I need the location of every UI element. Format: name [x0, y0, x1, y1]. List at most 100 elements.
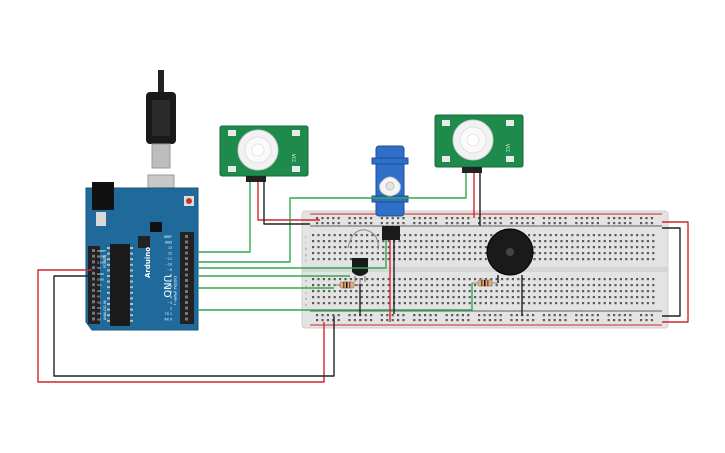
breadboard-hole [339, 258, 342, 261]
breadboard-hole [582, 284, 585, 287]
breadboard-hole [333, 234, 336, 237]
breadboard-hole [640, 217, 643, 220]
breadboard-hole [609, 284, 612, 287]
breadboard-hole [312, 296, 315, 299]
breadboard-hole [403, 296, 406, 299]
breadboard-hole [517, 296, 520, 299]
breadboard-hole [312, 240, 315, 243]
breadboard-hole [614, 290, 617, 293]
chip-pin [130, 269, 133, 272]
breadboard-hole [582, 278, 585, 281]
breadboard-hole [479, 240, 482, 243]
breadboard-hole [457, 302, 460, 305]
breadboard-hole [483, 222, 486, 225]
breadboard-hole [533, 290, 536, 293]
breadboard-hole [332, 217, 335, 220]
breadboard-hole [560, 302, 563, 305]
breadboard-hole [457, 246, 460, 249]
breadboard-hole [522, 284, 525, 287]
breadboard-hole [364, 222, 367, 225]
breadboard-hole [386, 222, 389, 225]
arduino-pin-label: A0 [97, 289, 101, 293]
breadboard-hole [549, 258, 552, 261]
breadboard-hole [425, 284, 428, 287]
breadboard-hole [499, 314, 502, 317]
breadboard-hole [420, 258, 423, 261]
breadboard-hole [461, 314, 464, 317]
breadboard-hole [479, 290, 482, 293]
breadboard-hole [598, 240, 601, 243]
breadboard-hole [312, 234, 315, 237]
breadboard-hole [447, 234, 450, 237]
breadboard-hole [484, 240, 487, 243]
breadboard-hole [603, 252, 606, 255]
breadboard-hole [630, 278, 633, 281]
breadboard-hole [544, 234, 547, 237]
breadboard-hole [463, 258, 466, 261]
breadboard-hole [403, 278, 406, 281]
arduino-pin-label: AREF [164, 235, 172, 239]
chip-pin [107, 286, 110, 289]
breadboard-hole [565, 240, 568, 243]
breadboard-hole [609, 246, 612, 249]
breadboard-hole [376, 290, 379, 293]
arduino-header-pin [185, 284, 188, 288]
breadboard-hole [544, 290, 547, 293]
breadboard-hole [409, 258, 412, 261]
breadboard-hole [483, 319, 486, 322]
breadboard-hole [436, 278, 439, 281]
breadboard-hole [613, 217, 616, 220]
breadboard-hole [571, 258, 574, 261]
breadboard-hole [474, 258, 477, 261]
breadboard-hole [506, 284, 509, 287]
arduino-pin-label: ~5 [167, 290, 172, 294]
breadboard-hole [630, 302, 633, 305]
breadboard-hole [646, 246, 649, 249]
breadboard-hole [339, 278, 342, 281]
breadboard-hole [322, 234, 325, 237]
breadboard-hole [398, 258, 401, 261]
breadboard-hole [316, 314, 319, 317]
breadboard-hole [414, 234, 417, 237]
breadboard-hole [321, 319, 324, 322]
breadboard-hole [542, 217, 545, 220]
chip-pin [130, 280, 133, 283]
breadboard-hole [328, 252, 331, 255]
breadboard-hole [317, 302, 320, 305]
breadboard-hole [344, 258, 347, 261]
breadboard-hole [510, 222, 513, 225]
breadboard-hole [457, 278, 460, 281]
breadboard-hole [371, 284, 374, 287]
arduino-pin-label: ~3 [167, 301, 172, 305]
breadboard-hole [609, 252, 612, 255]
breadboard-hole [542, 222, 545, 225]
digital-header [180, 232, 194, 324]
breadboard-hole [376, 258, 379, 261]
breadboard-hole [414, 246, 417, 249]
breadboard-hole [349, 290, 352, 293]
breadboard-hole [364, 314, 367, 317]
breadboard-hole [625, 278, 628, 281]
resistor-2 [472, 279, 498, 287]
analog-header-label: ANALOG IN [103, 300, 107, 320]
breadboard-hole [548, 217, 551, 220]
arduino-pin-label: 2 [170, 307, 172, 311]
breadboard-hole [533, 278, 536, 281]
breadboard-hole [645, 314, 648, 317]
arduino-pin-label: 3.3V [97, 260, 105, 264]
arduino-pin-label: 12 [168, 252, 172, 256]
breadboard-hole [349, 278, 352, 281]
breadboard-hole [456, 319, 459, 322]
breadboard-hole [316, 319, 319, 322]
breadboard-hole [515, 222, 518, 225]
breadboard-hole [451, 222, 454, 225]
breadboard-hole [571, 290, 574, 293]
breadboard-hole [618, 222, 621, 225]
breadboard-hole [322, 252, 325, 255]
breadboard-hole [409, 240, 412, 243]
breadboard-hole [522, 290, 525, 293]
breadboard-hole [609, 302, 612, 305]
breadboard-hole [619, 234, 622, 237]
breadboard-hole [452, 252, 455, 255]
breadboard-hole [424, 319, 427, 322]
